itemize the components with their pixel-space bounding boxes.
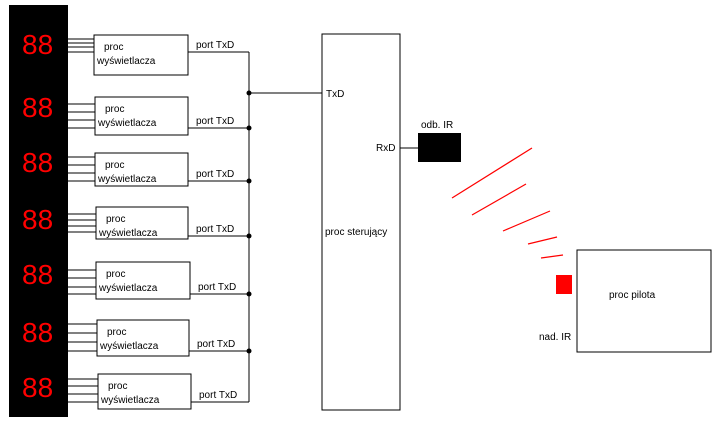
display-processor-label: proc — [106, 214, 125, 225]
display-processor-box — [95, 261, 191, 300]
port-txd-label: port TxD — [197, 339, 235, 350]
display-processor-label: proc — [107, 327, 126, 338]
display-processor-label: proc — [104, 42, 123, 53]
display-row: 88 proc wyświetlacza port TxD — [22, 317, 252, 357]
port-txd-label: port TxD — [196, 40, 234, 51]
ir-transmitter — [556, 275, 572, 294]
display-processor-label: wyświetlacza — [98, 228, 158, 239]
ir-transmitter-label: nad. IR — [539, 332, 571, 343]
display-rows: 88 proc wyświetlacza port TxD 88 proc wyświetl… — [22, 29, 252, 410]
display-digits: 88 — [22, 317, 53, 348]
controller-label: proc sterujący — [325, 227, 387, 238]
display-processor-label: wyświetlacza — [97, 118, 157, 129]
ir-beam-line-1 — [451, 147, 533, 199]
display-digits: 88 — [22, 92, 53, 123]
bus-junction — [246, 90, 252, 96]
port-txd-label: port TxD — [196, 116, 234, 127]
txd-bus — [246, 52, 322, 402]
remote-label: proc pilota — [609, 290, 656, 301]
port-txd-label: port TxD — [196, 224, 234, 235]
port-txd-label: port TxD — [198, 282, 236, 293]
ir-receiver — [418, 133, 461, 162]
display-processor-label: proc — [108, 381, 127, 392]
port-txd-label: port TxD — [196, 169, 234, 180]
ir-beam-line-4 — [527, 236, 558, 245]
display-row: 88 proc wyświetlacza port TxD — [22, 259, 252, 300]
display-digits: 88 — [22, 372, 53, 403]
ir-beam — [451, 147, 564, 259]
ir-beam-line-3 — [502, 210, 551, 232]
display-row: 88 proc wyświetlacza port TxD — [22, 29, 249, 76]
display-row: 88 proc wyświetlacza port TxD — [22, 372, 249, 410]
display-processor-label: wyświetlacza — [97, 174, 157, 185]
display-processor-label: wyświetlacza — [100, 395, 160, 406]
display-row: 88 proc wyświetlacza port TxD — [22, 204, 252, 240]
display-processor-box — [97, 373, 192, 410]
ir-beam-line-2 — [471, 183, 527, 216]
remote-box — [576, 249, 712, 353]
display-processor-box — [95, 206, 189, 240]
display-processor-label: wyświetlacza — [96, 56, 156, 67]
controller-box — [321, 33, 401, 411]
display-row: 88 proc wyświetlacza port TxD — [22, 92, 252, 136]
display-processor-label: proc — [105, 160, 124, 171]
display-processor-label: wyświetlacza — [98, 283, 158, 294]
ir-receiver-label: odb. IR — [421, 120, 453, 131]
ir-beam-line-5 — [540, 254, 564, 259]
display-digits: 88 — [22, 29, 53, 60]
display-digits: 88 — [22, 259, 53, 290]
display-processor-box — [94, 152, 189, 187]
controller-txd-label: TxD — [326, 89, 344, 100]
display-processor-box — [93, 34, 189, 76]
display-processor-box — [94, 96, 189, 136]
display-processor-box — [96, 319, 190, 357]
display-row: 88 proc wyświetlacza port TxD — [22, 147, 252, 187]
display-digits: 88 — [22, 147, 53, 178]
display-strip — [9, 5, 68, 417]
display-processor-label: wyświetlacza — [99, 341, 159, 352]
display-processor-label: proc — [105, 104, 124, 115]
display-digits: 88 — [22, 204, 53, 235]
port-txd-label: port TxD — [199, 390, 237, 401]
controller-rxd-label: RxD — [376, 143, 395, 154]
display-processor-label: proc — [106, 269, 125, 280]
